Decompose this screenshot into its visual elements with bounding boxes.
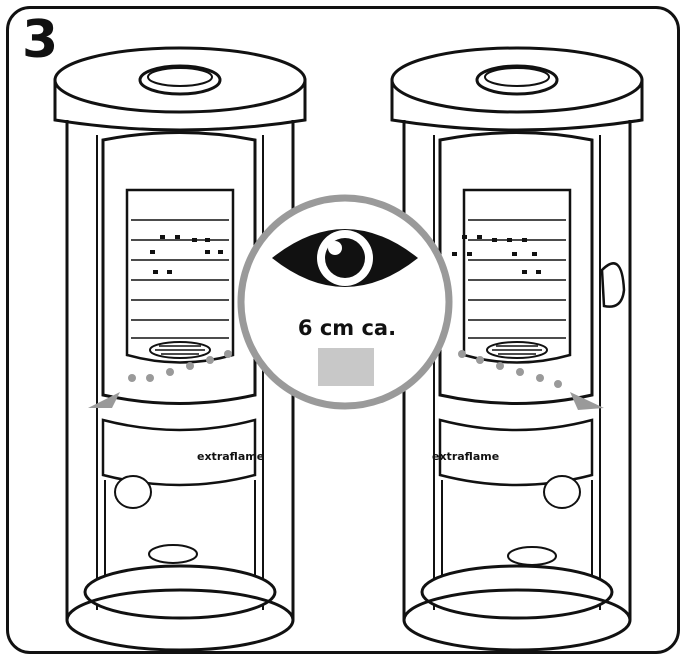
callout-magnifier	[237, 194, 453, 410]
measurement-label: 6 cm ca.	[297, 316, 397, 340]
brand-logo-right: extraflame	[432, 450, 499, 463]
step-number: 3	[22, 10, 59, 70]
brand-logo-left: extraflame	[197, 450, 264, 463]
arrow-left-icon	[88, 392, 120, 408]
eye-icon	[272, 229, 418, 287]
right-stove: extraflame	[390, 46, 644, 652]
arrow-right-icon	[570, 392, 604, 410]
measurement-dots	[128, 350, 562, 388]
left-stove: extraflame	[53, 46, 307, 652]
measurement-swatch	[318, 348, 374, 386]
